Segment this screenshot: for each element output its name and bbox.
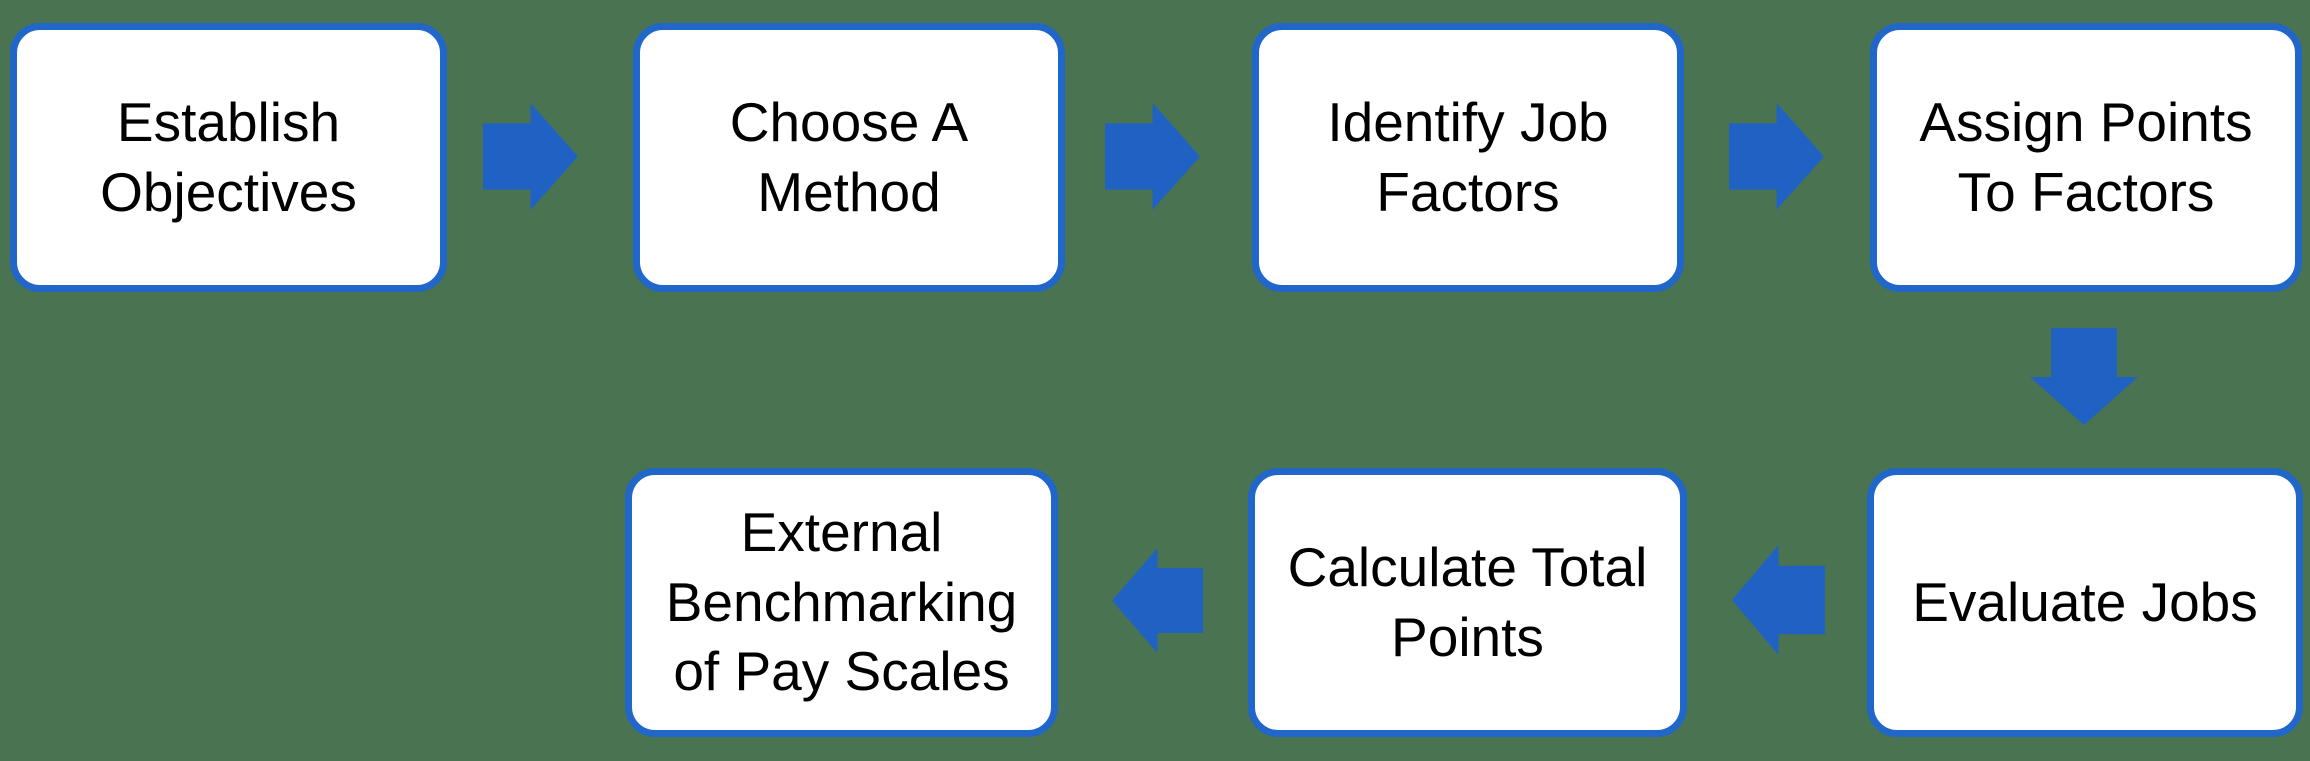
step-label-calculate-total-points: Calculate Total Points bbox=[1287, 535, 1648, 668]
flow-arrow-left-1-icon bbox=[1732, 545, 1825, 655]
step-label-identify-job-factors: Identify Job Factors bbox=[1327, 90, 1609, 223]
step-label-assign-points-to-factors: Assign Points To Factors bbox=[1919, 90, 2253, 223]
step-box-evaluate-jobs: Evaluate Jobs bbox=[1867, 468, 2303, 737]
step-label-external-benchmarking: External Benchmarking of Pay Scales bbox=[665, 500, 1018, 703]
step-box-establish-objectives: Establish Objectives bbox=[10, 23, 447, 292]
flow-arrow-right-1-icon bbox=[483, 103, 578, 210]
step-label-evaluate-jobs: Evaluate Jobs bbox=[1912, 570, 2258, 633]
step-label-establish-objectives: Establish Objectives bbox=[100, 90, 357, 223]
step-box-identify-job-factors: Identify Job Factors bbox=[1252, 23, 1684, 292]
step-box-external-benchmarking: External Benchmarking of Pay Scales bbox=[625, 468, 1058, 737]
step-box-assign-points-to-factors: Assign Points To Factors bbox=[1870, 23, 2302, 292]
flow-arrow-right-3-icon bbox=[1729, 103, 1824, 210]
flow-arrow-left-2-icon bbox=[1112, 548, 1203, 653]
step-box-choose-a-method: Choose A Method bbox=[633, 23, 1065, 292]
flow-arrow-down-icon bbox=[2030, 328, 2138, 425]
step-label-choose-a-method: Choose A Method bbox=[729, 90, 969, 223]
flow-arrow-right-2-icon bbox=[1105, 103, 1200, 210]
step-box-calculate-total-points: Calculate Total Points bbox=[1248, 468, 1687, 737]
